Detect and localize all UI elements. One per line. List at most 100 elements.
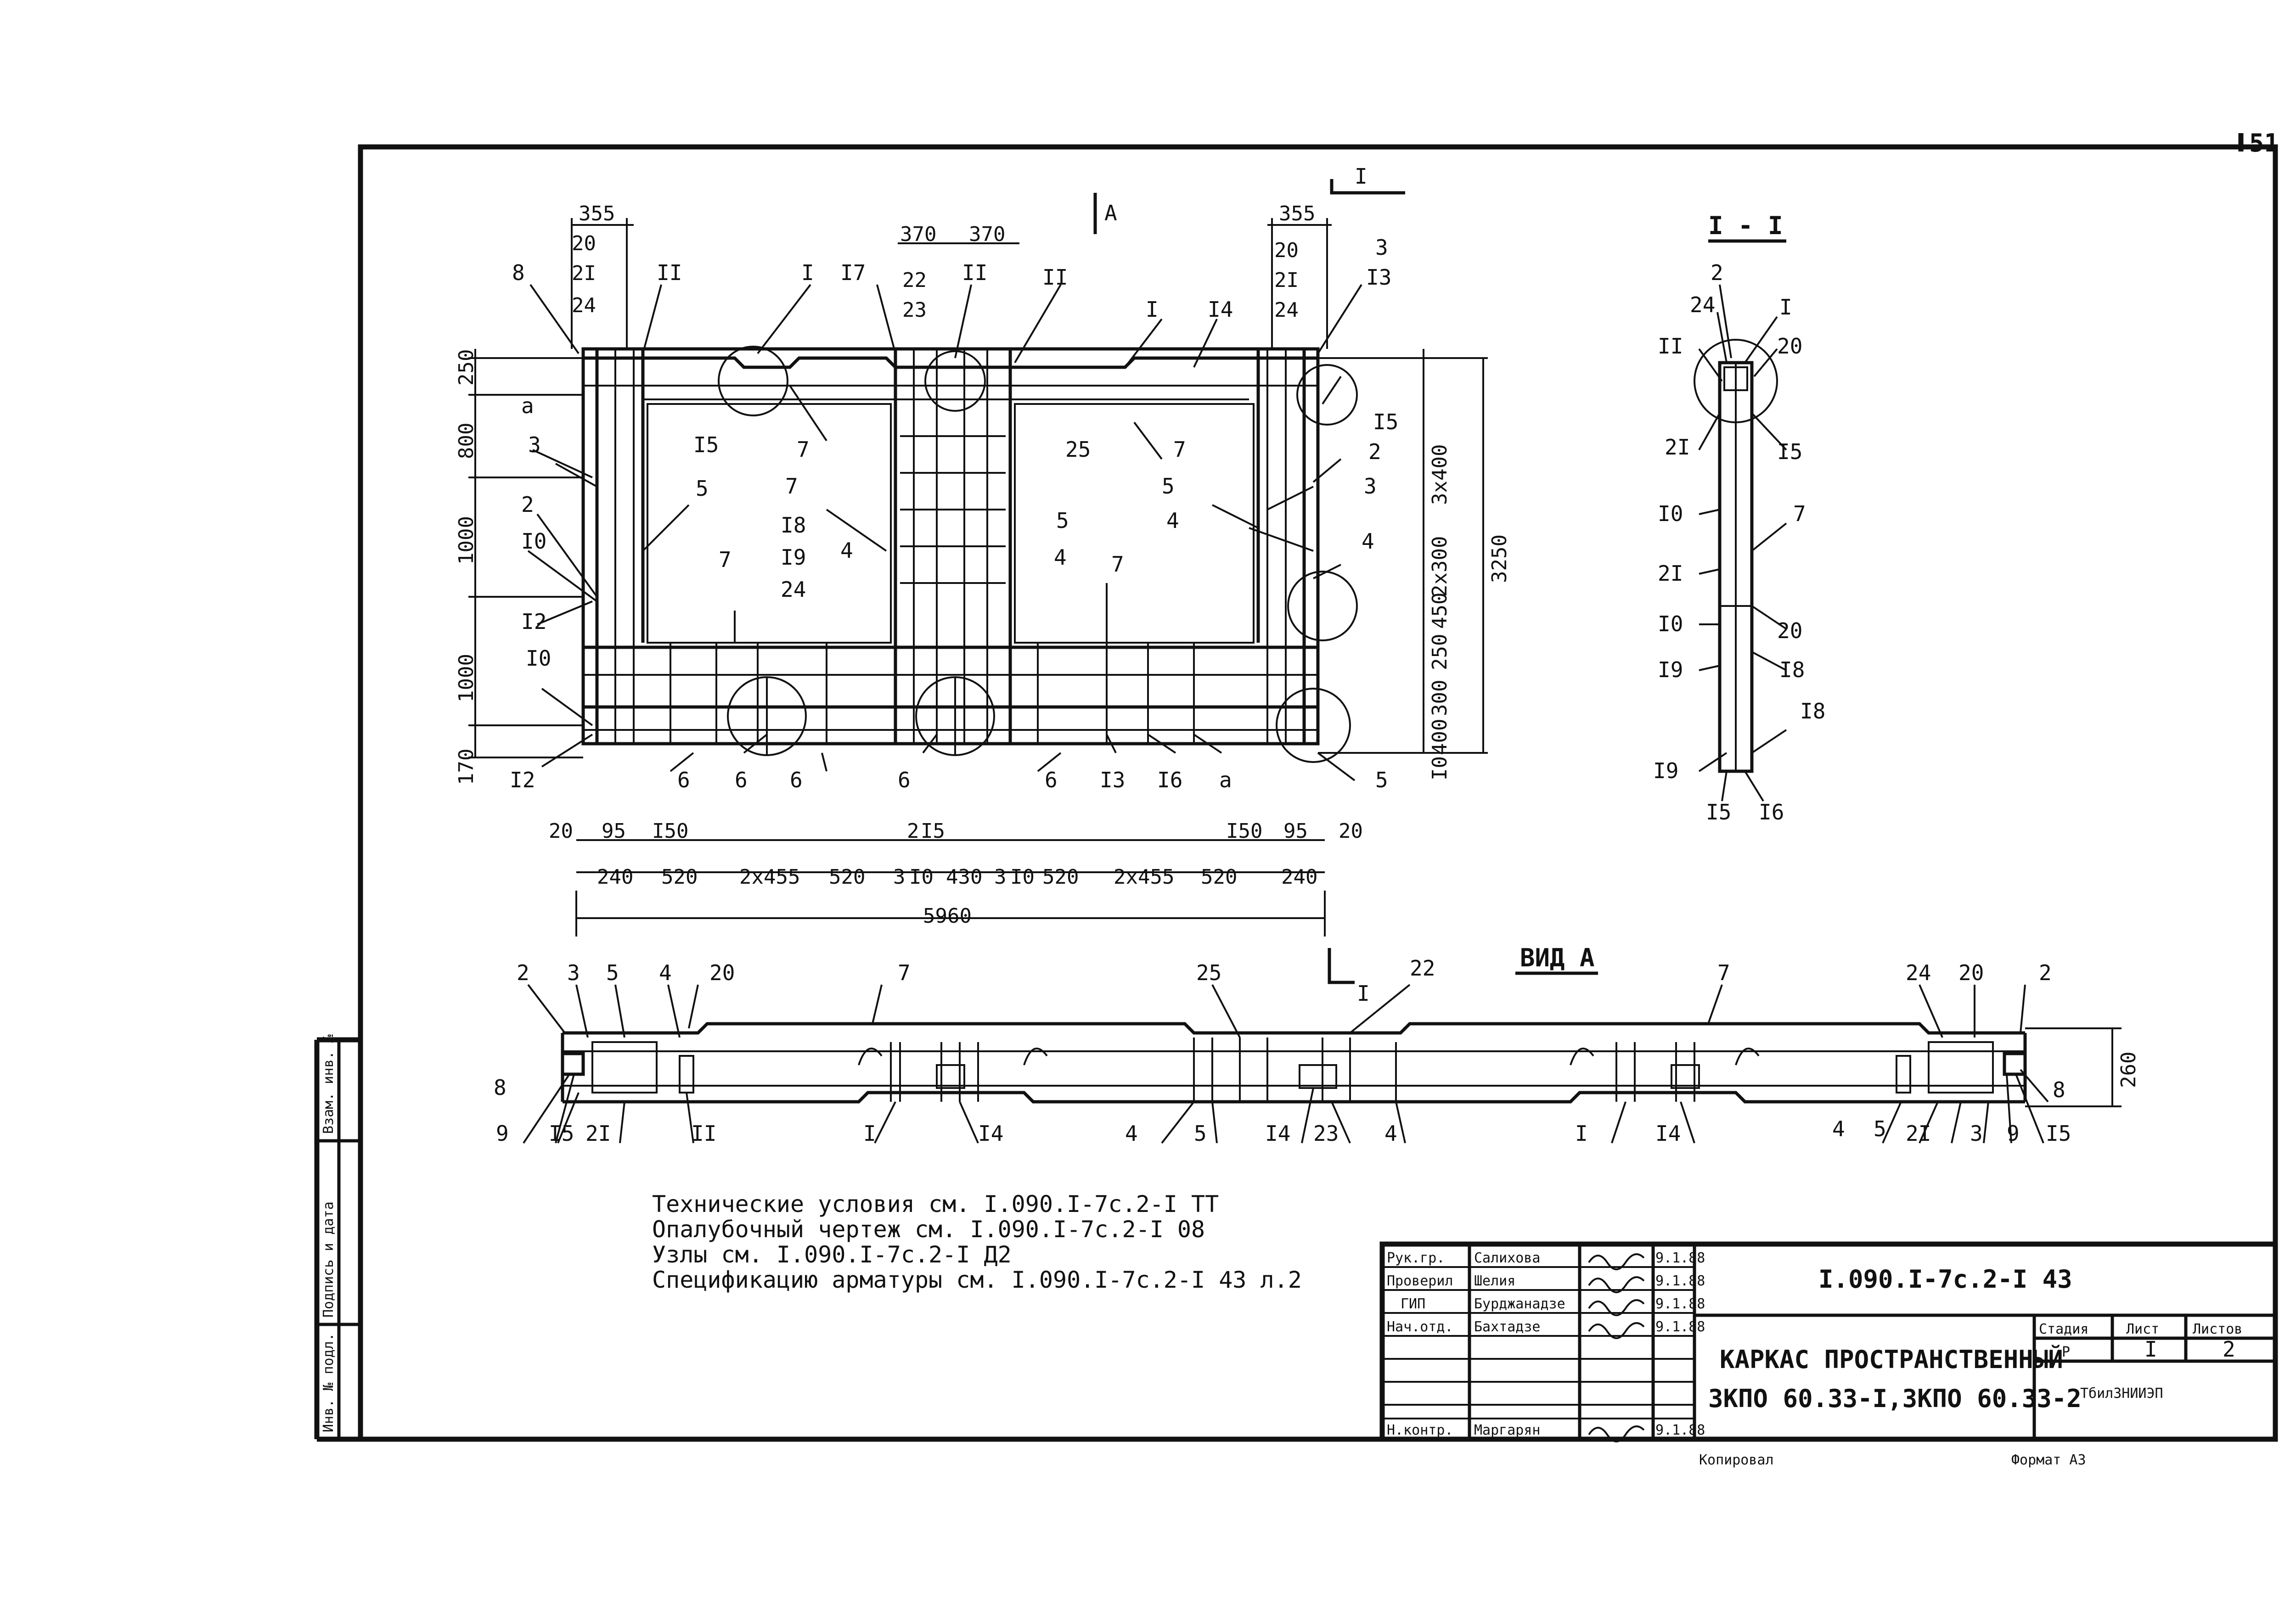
plan-bottom-dim: 2x455: [739, 865, 800, 889]
plan-callout: 2: [1368, 439, 1381, 464]
section-callout: II: [1658, 334, 1683, 359]
section-callout: I5: [1777, 439, 1802, 464]
plan-callout: 8: [512, 260, 525, 285]
plan-callout: 7: [1173, 437, 1186, 462]
plan-top-dim: 20: [1274, 239, 1299, 262]
sheets-value: 2: [2223, 1337, 2235, 1362]
section-callout: I0: [1658, 501, 1683, 526]
section-title: I - I: [1708, 211, 1783, 240]
plan-callouts: 8 II I I7 II II I I4 3 I3 a 3 I5 7 25 7 …: [510, 235, 1398, 792]
section-callout: 20: [1777, 618, 1802, 643]
plan-callout: 5: [1375, 768, 1388, 792]
plan-bottom-dim: 20: [549, 819, 573, 843]
elevation-callout: 9: [496, 1121, 509, 1146]
elevation-callout: 7: [898, 960, 911, 985]
plan-top-dim: 370: [969, 223, 1005, 246]
section-callout: I0: [1658, 611, 1683, 636]
plan-bottom-dim: 20: [1339, 819, 1363, 843]
plan-total-width: 5960: [923, 904, 972, 928]
plan-callout: 7: [785, 474, 798, 499]
plan-callout: I4: [1208, 297, 1233, 322]
section-callout: I8: [1779, 657, 1805, 682]
elevation-callout: 20: [1958, 960, 1984, 985]
plan-callout: 25: [1065, 437, 1091, 462]
plan-left-dim: 170: [455, 749, 478, 785]
plan-right-dim: 3250: [1488, 534, 1511, 583]
section-callouts: 2 24 I II 20 2I I5 I0 7 2I 20 I0 I8 I9 I…: [1653, 260, 1825, 824]
elevation-callout: 2: [517, 960, 529, 985]
plan-bottom-dims-row1: 20 95 I50 2 I5 I50 95 20: [549, 819, 1363, 843]
plan-top-dim: 2I: [1274, 269, 1299, 292]
elevation-callout: II: [691, 1121, 716, 1146]
plan-top-dims: 355 20 2I 24 370 370 22 23 355 20 2I 24: [572, 202, 1315, 322]
plan-callout: 3: [528, 432, 541, 457]
footer-copied: Копировал: [1699, 1452, 1774, 1468]
plan-right-dim: 400: [1428, 719, 1452, 755]
side-stamp-sign: Подпись и дата: [321, 1201, 337, 1318]
date-1: 9.1.88: [1655, 1250, 1705, 1266]
plan-bottom-dim: 240: [1281, 865, 1317, 889]
plan-callout: 3: [1364, 474, 1377, 499]
elevation-callouts-top: 2 3 5 4 20 7 25 22 7 24 20 2: [517, 956, 2052, 985]
plan-callout: I7: [840, 260, 866, 285]
title-line-2: 3КПО 60.33-I,3КПО 60.33-2: [1708, 1384, 2082, 1413]
plan-bottom-dim: I0: [1010, 865, 1035, 889]
plan-top-dim: 20: [572, 232, 596, 255]
plan-bottom-dims-row2: 240 520 2x455 520 3 I0 430 3 I0 520 2x45…: [597, 865, 1317, 889]
plan-bottom-dim: 240: [597, 865, 633, 889]
elevation-callout: I: [863, 1121, 876, 1146]
plan-callout: 4: [1054, 545, 1067, 570]
plan-callout: I8: [781, 513, 806, 538]
elevation-callout: I: [1575, 1121, 1588, 1146]
plan-bottom-dim: 2: [907, 819, 919, 843]
elevation-callout: I5: [549, 1121, 574, 1146]
plan-right-dim: 300: [1428, 680, 1452, 716]
elevation-height: 260: [2117, 1052, 2140, 1088]
doc-code: I.090.I-7с.2-I 43: [1818, 1265, 2072, 1294]
side-stamp-replace: Взам. инв. №: [321, 1034, 337, 1134]
section-callout: I9: [1658, 657, 1683, 682]
plan-bottom-dim: 3: [994, 865, 1007, 889]
plan-bottom-dim: 520: [1042, 865, 1079, 889]
plan-dimension-lines: [468, 218, 1488, 937]
elevation-callouts-bottom: 8 9 I5 2I II I I4 4 5 I4 23 4 I I4 4 5 2…: [494, 1075, 2071, 1146]
plan-callout: a: [1219, 768, 1232, 792]
elevation-callout: I4: [978, 1121, 1003, 1146]
date-4: 9.1.88: [1655, 1319, 1705, 1335]
section-callout: 7: [1793, 501, 1806, 526]
date-2: 9.1.88: [1655, 1273, 1705, 1289]
section-callout: I5: [1706, 800, 1731, 824]
arrow-label-a: А: [1104, 201, 1117, 225]
plan-bottom-dim: I50: [1226, 819, 1262, 843]
plan-bottom-dim: 2x455: [1114, 865, 1174, 889]
sheet-number: 51: [2249, 129, 2279, 157]
section-callout: I9: [1653, 758, 1678, 783]
plan-bottom-dim: I50: [652, 819, 688, 843]
name-5: Маргарян: [1474, 1422, 1541, 1438]
section-callout: I6: [1759, 800, 1784, 824]
plan-left-dim: 250: [455, 349, 478, 386]
section-view: I - I 2 24: [1653, 211, 1825, 824]
note-nodes: Узлы см. I.090.I-7с.2-I Д2: [652, 1241, 1012, 1268]
plan-left-dim: 1000: [455, 654, 478, 702]
plan-callout: a: [521, 393, 534, 418]
plan-callout: I5: [1373, 409, 1398, 434]
sheet-header: Лист: [2126, 1321, 2159, 1337]
plan-callout: I: [1146, 297, 1159, 322]
plan-right-dim: 3x400: [1428, 444, 1452, 505]
plan-callout: 6: [735, 768, 748, 792]
plan-right-dim: 250: [1428, 634, 1452, 670]
sheets-header: Листов: [2193, 1321, 2242, 1337]
plan-callout: I6: [1157, 768, 1182, 792]
plan-callout: 3: [1375, 235, 1388, 260]
elevation-callout: 3: [567, 960, 580, 985]
plan-right-dim: I0: [1428, 756, 1452, 780]
name-4: Бахтадзе: [1474, 1319, 1541, 1335]
view-title: ВИД А: [1520, 943, 1595, 972]
elevation-callout: 25: [1196, 960, 1221, 985]
elevation-callout: 4: [1384, 1121, 1397, 1146]
plan-callout: I3: [1366, 265, 1391, 290]
elevation-callout: 3: [1970, 1121, 1983, 1146]
plan-callout: I0: [521, 529, 546, 554]
